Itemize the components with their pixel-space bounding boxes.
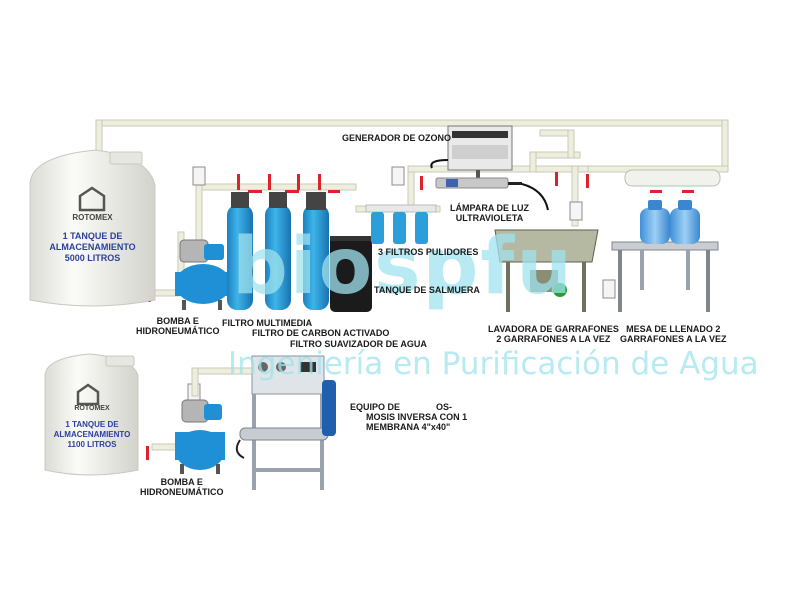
label-pump-1-line1: BOMBA E — [156, 316, 199, 326]
filter-tanks — [227, 192, 372, 312]
label-reverse-osmosis: EQUIPO DE OS- MOSIS INVERSA CON 1 MEMBRAN… — [350, 402, 467, 432]
watermark-subtitle: Ingeniería en Purificación de Agua — [228, 346, 759, 382]
label-ro-line1a: EQUIPO DE — [350, 402, 401, 412]
label-washer-line1: LAVADORA DE GARRAFONES — [488, 324, 619, 334]
tank-large-line2: ALMACENAMIENTO — [49, 242, 136, 252]
pump-hydropneumatic-1 — [175, 239, 231, 310]
label-uv-lamp: LÁMPARA DE LUZ ULTRAVIOLETA — [450, 203, 529, 223]
label-table-line2: GARRAFONES A LA VEZ — [620, 334, 727, 344]
tank-small-brand: ROTOMEX — [74, 405, 110, 412]
tank-small-line3: 1100 LITROS — [67, 440, 117, 449]
label-pump-2: BOMBA E HIDRONEUMÁTICO — [140, 477, 224, 497]
tank-large-line3: 5000 LITROS — [64, 253, 121, 263]
label-uv-line1: LÁMPARA DE LUZ — [450, 203, 529, 213]
label-softener-filter: FILTRO SUAVIZADOR DE AGUA — [290, 339, 427, 349]
tank-small-line1: 1 TANQUE DE — [65, 420, 119, 429]
label-brine-tank: TANQUE DE SALMUERA — [374, 285, 480, 295]
label-ozone-generator: GENERADOR DE OZONO — [342, 133, 452, 143]
label-uv-line2: ULTRAVIOLETA — [455, 213, 524, 223]
ozone-generator — [430, 125, 513, 180]
label-pump-2-line2: HIDRONEUMÁTICO — [140, 487, 224, 497]
label-carbon-filter: FILTRO DE CARBON ACTIVADO — [252, 328, 390, 338]
label-bottle-washer: LAVADORA DE GARRAFONES 2 GARRAFONES A LA… — [488, 324, 619, 344]
label-multimedia-filter: FILTRO MULTIMEDIA — [222, 318, 313, 328]
label-washer-line2: 2 GARRAFONES A LA VEZ — [496, 334, 611, 344]
label-ro-line1b: OS- — [436, 402, 453, 412]
tank-small-label: ROTOMEX 1 TANQUE DE ALMACENAMIENTO 1100 … — [48, 404, 136, 450]
tank-large-brand: ROTOMEX — [72, 213, 113, 222]
tank-large-label: ROTOMEX 1 TANQUE DE ALMACENAMIENTO 5000 … — [40, 212, 145, 264]
storage-tank-1100 — [44, 353, 139, 476]
pump-hydropneumatic-2 — [175, 399, 225, 474]
reverse-osmosis-unit — [235, 355, 336, 490]
storage-tank-5000 — [29, 149, 156, 307]
tank-small-line2: ALMACENAMIENTO — [53, 430, 131, 439]
label-pump-1: BOMBA E HIDRONEUMÁTICO — [136, 316, 220, 336]
pipe-network-lower — [151, 367, 253, 451]
label-ro-line2: MOSIS INVERSA CON 1 — [366, 412, 468, 422]
bottle-washer — [494, 229, 599, 312]
label-filling-table: MESA DE LLENADO 2 GARRAFONES A LA VEZ — [620, 324, 727, 344]
label-pump-1-line2: HIDRONEUMÁTICO — [136, 326, 220, 336]
polish-filters — [365, 204, 437, 244]
uv-lamp — [435, 177, 549, 211]
label-ro-line3: MEMBRANA 4"x40" — [366, 422, 451, 432]
label-polish-filters: 3 FILTROS PULIDORES — [378, 247, 479, 257]
label-table-line1: MESA DE LLENADO 2 — [626, 324, 721, 334]
watermark-brand: biospfu — [232, 222, 574, 312]
tank-large-line1: 1 TANQUE DE — [62, 231, 123, 241]
label-pump-2-line1: BOMBA E — [160, 477, 203, 487]
wall-outlets — [187, 166, 616, 403]
filling-table — [611, 169, 721, 312]
